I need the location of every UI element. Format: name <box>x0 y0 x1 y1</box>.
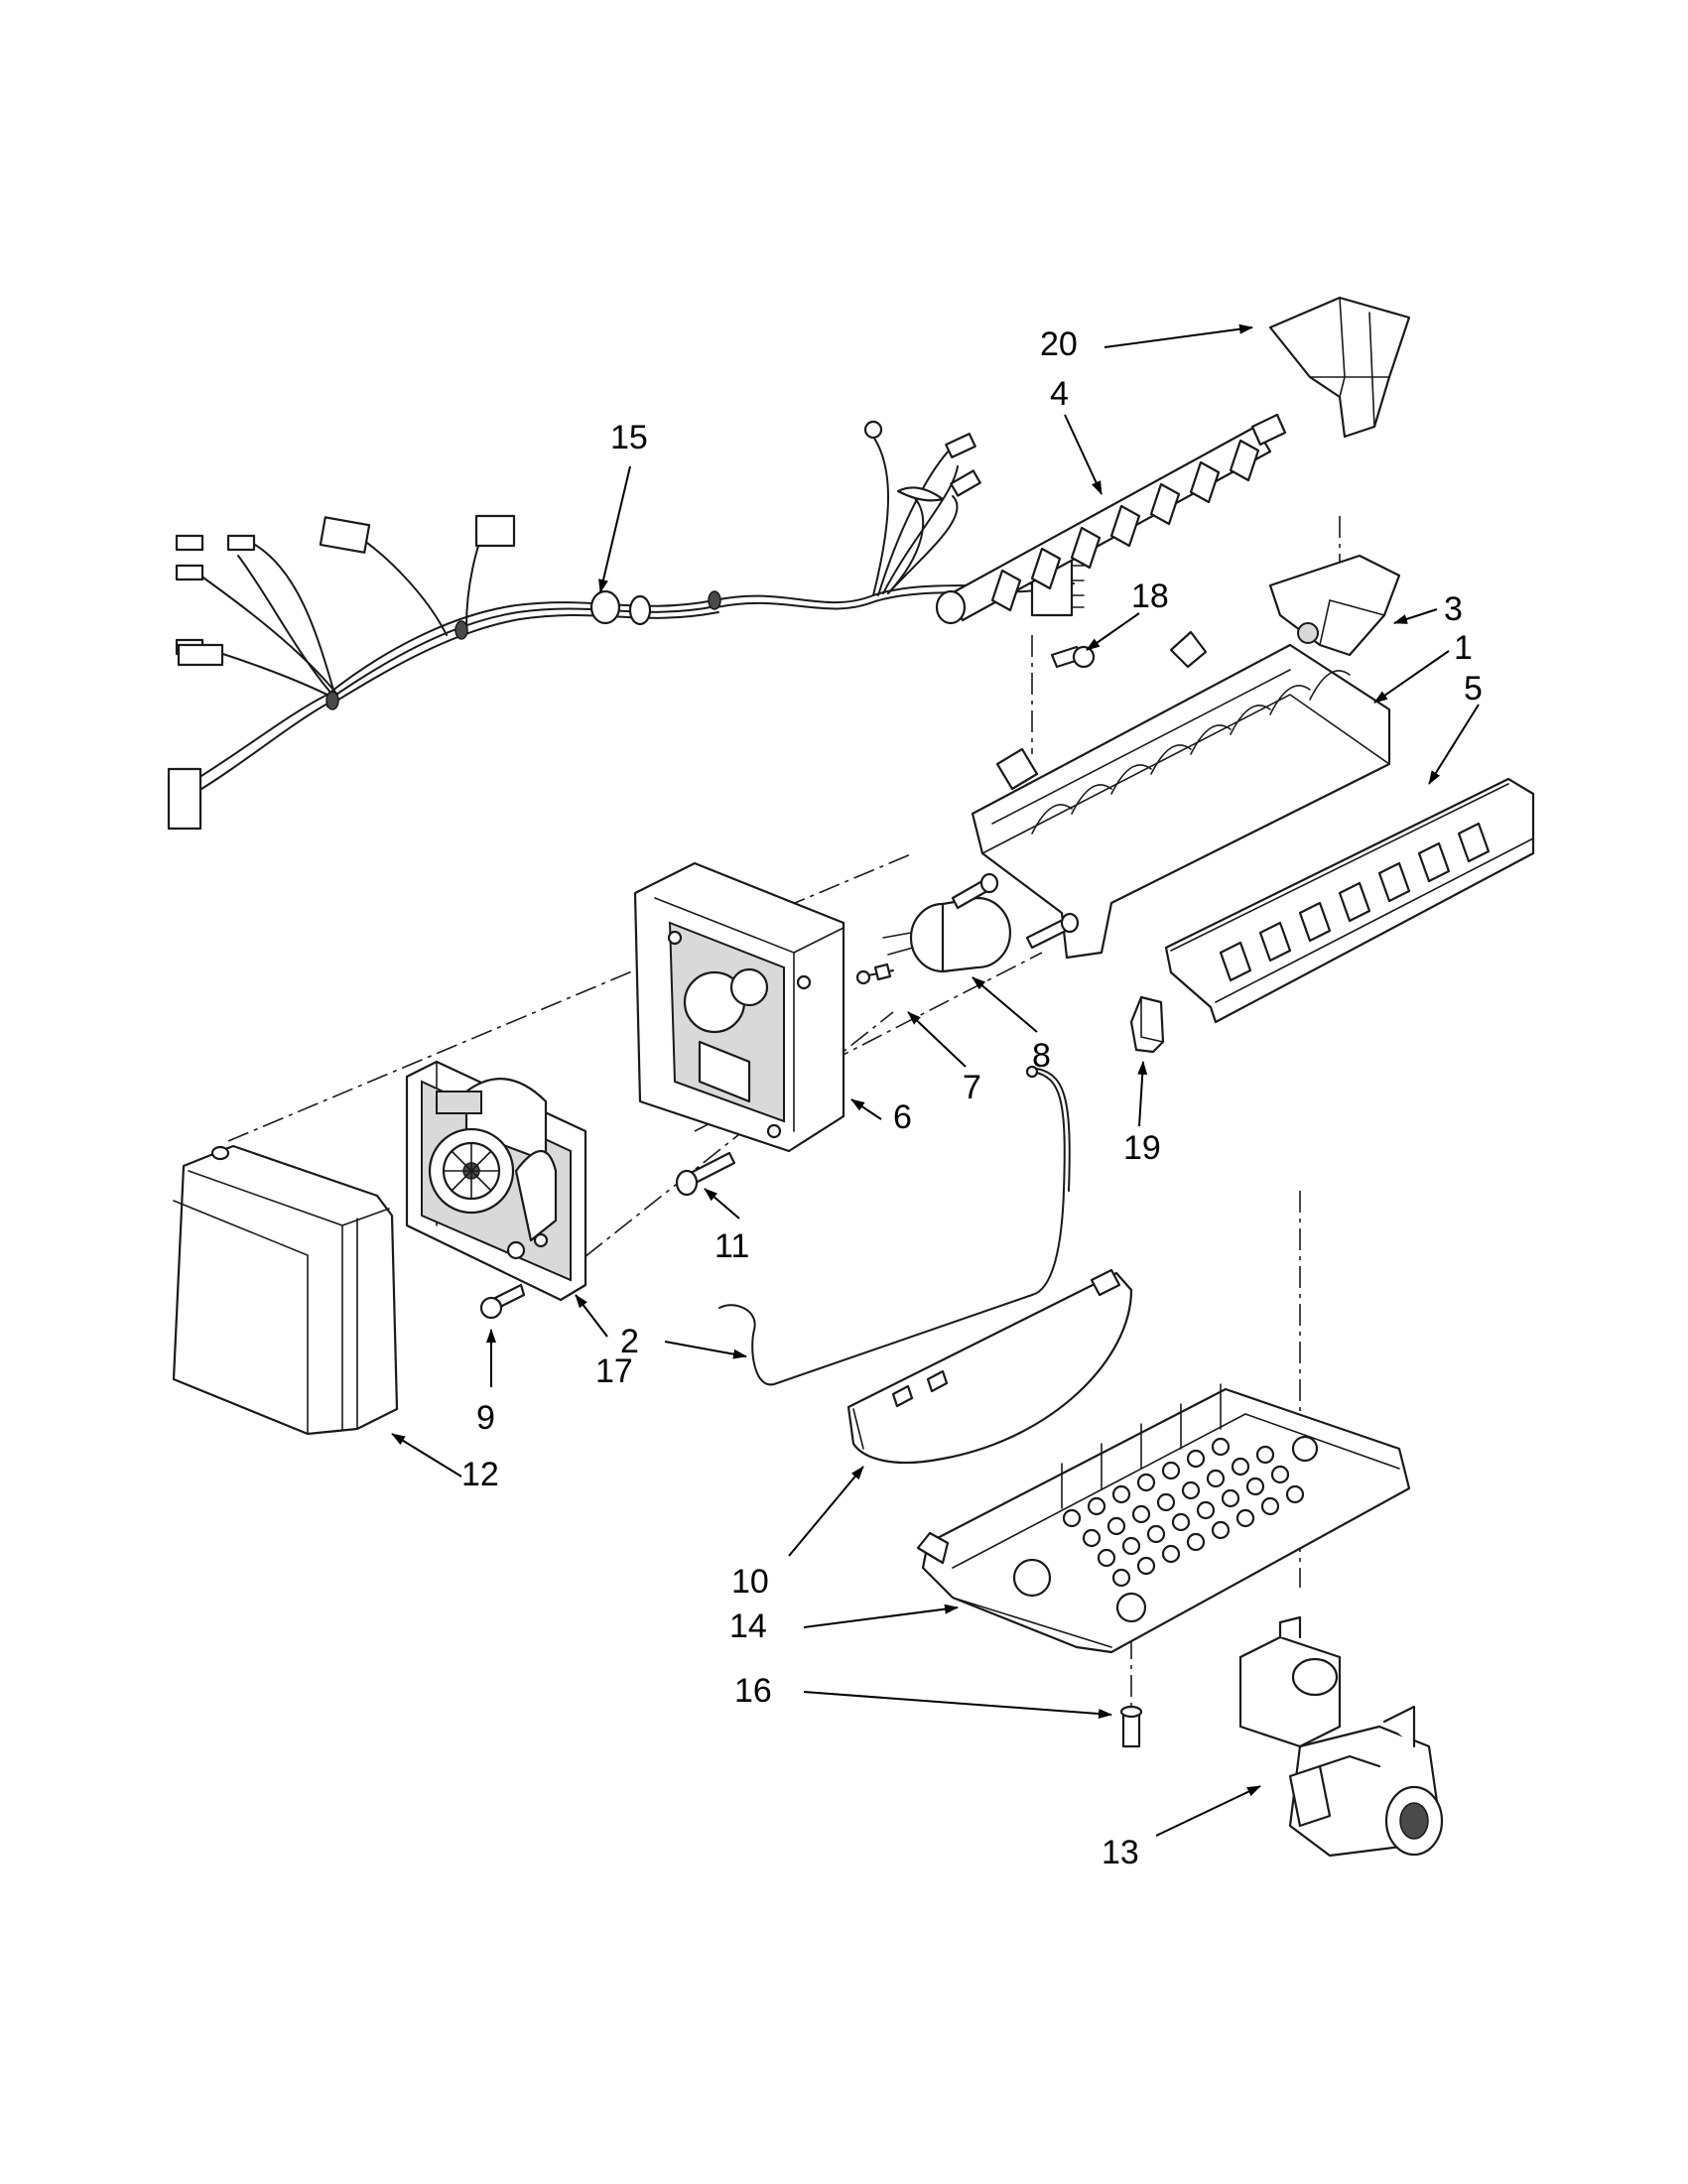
callout-18: 18 <box>1131 578 1169 615</box>
harness-connector-small <box>319 516 371 554</box>
front-cover[interactable] <box>172 1144 399 1436</box>
fill-cup-bracket[interactable] <box>1268 554 1401 657</box>
callout-11: 11 <box>714 1227 749 1265</box>
stripper[interactable] <box>1164 777 1535 1024</box>
callout-6: 6 <box>893 1098 912 1136</box>
callout-16: 16 <box>734 1672 772 1710</box>
screw-11[interactable] <box>675 1151 736 1197</box>
callout-13: 13 <box>1102 1834 1139 1871</box>
callout-15: 15 <box>610 419 648 456</box>
callout-labels: 20 4 15 18 3 1 5 8 7 6 19 11 2 17 9 12 1… <box>461 325 1483 1871</box>
callout-3: 3 <box>1444 590 1463 628</box>
callout-19: 19 <box>1123 1129 1161 1167</box>
callout-4: 4 <box>1050 375 1069 413</box>
water-valve[interactable] <box>1238 1615 1444 1858</box>
clip-19[interactable] <box>1129 995 1165 1054</box>
callout-2: 2 <box>620 1323 639 1360</box>
shutoff-arm[interactable] <box>718 1065 1071 1386</box>
callout-5: 5 <box>1464 670 1483 707</box>
callout-12: 12 <box>461 1456 499 1493</box>
callout-10: 10 <box>731 1563 769 1601</box>
mold-housing[interactable] <box>633 861 845 1153</box>
ejector-blade[interactable] <box>935 413 1287 625</box>
callout-17: 17 <box>595 1352 633 1390</box>
callout-1: 1 <box>1454 629 1473 667</box>
callout-8: 8 <box>1032 1037 1051 1075</box>
fill-cup[interactable] <box>1268 296 1411 439</box>
callout-20: 20 <box>1040 325 1078 363</box>
callout-9: 9 <box>476 1399 495 1437</box>
tray-cup-grid <box>1062 1437 1305 1588</box>
thermostat[interactable] <box>882 896 1011 973</box>
screw-16[interactable] <box>1119 1705 1143 1748</box>
callout-7: 7 <box>963 1069 981 1106</box>
harness-connector-left <box>167 767 202 831</box>
heater-pins <box>951 872 1080 950</box>
screw-9[interactable] <box>479 1283 526 1320</box>
control-module[interactable] <box>405 1060 587 1302</box>
ice-mold[interactable] <box>971 630 1391 960</box>
callout-leaders <box>391 323 1480 1837</box>
shutoff-shield[interactable] <box>846 1268 1133 1465</box>
shutoff-pin[interactable] <box>855 963 894 985</box>
screw-18[interactable] <box>1050 645 1096 669</box>
ice-base-tray[interactable] <box>916 1383 1411 1654</box>
callout-14: 14 <box>729 1607 767 1645</box>
